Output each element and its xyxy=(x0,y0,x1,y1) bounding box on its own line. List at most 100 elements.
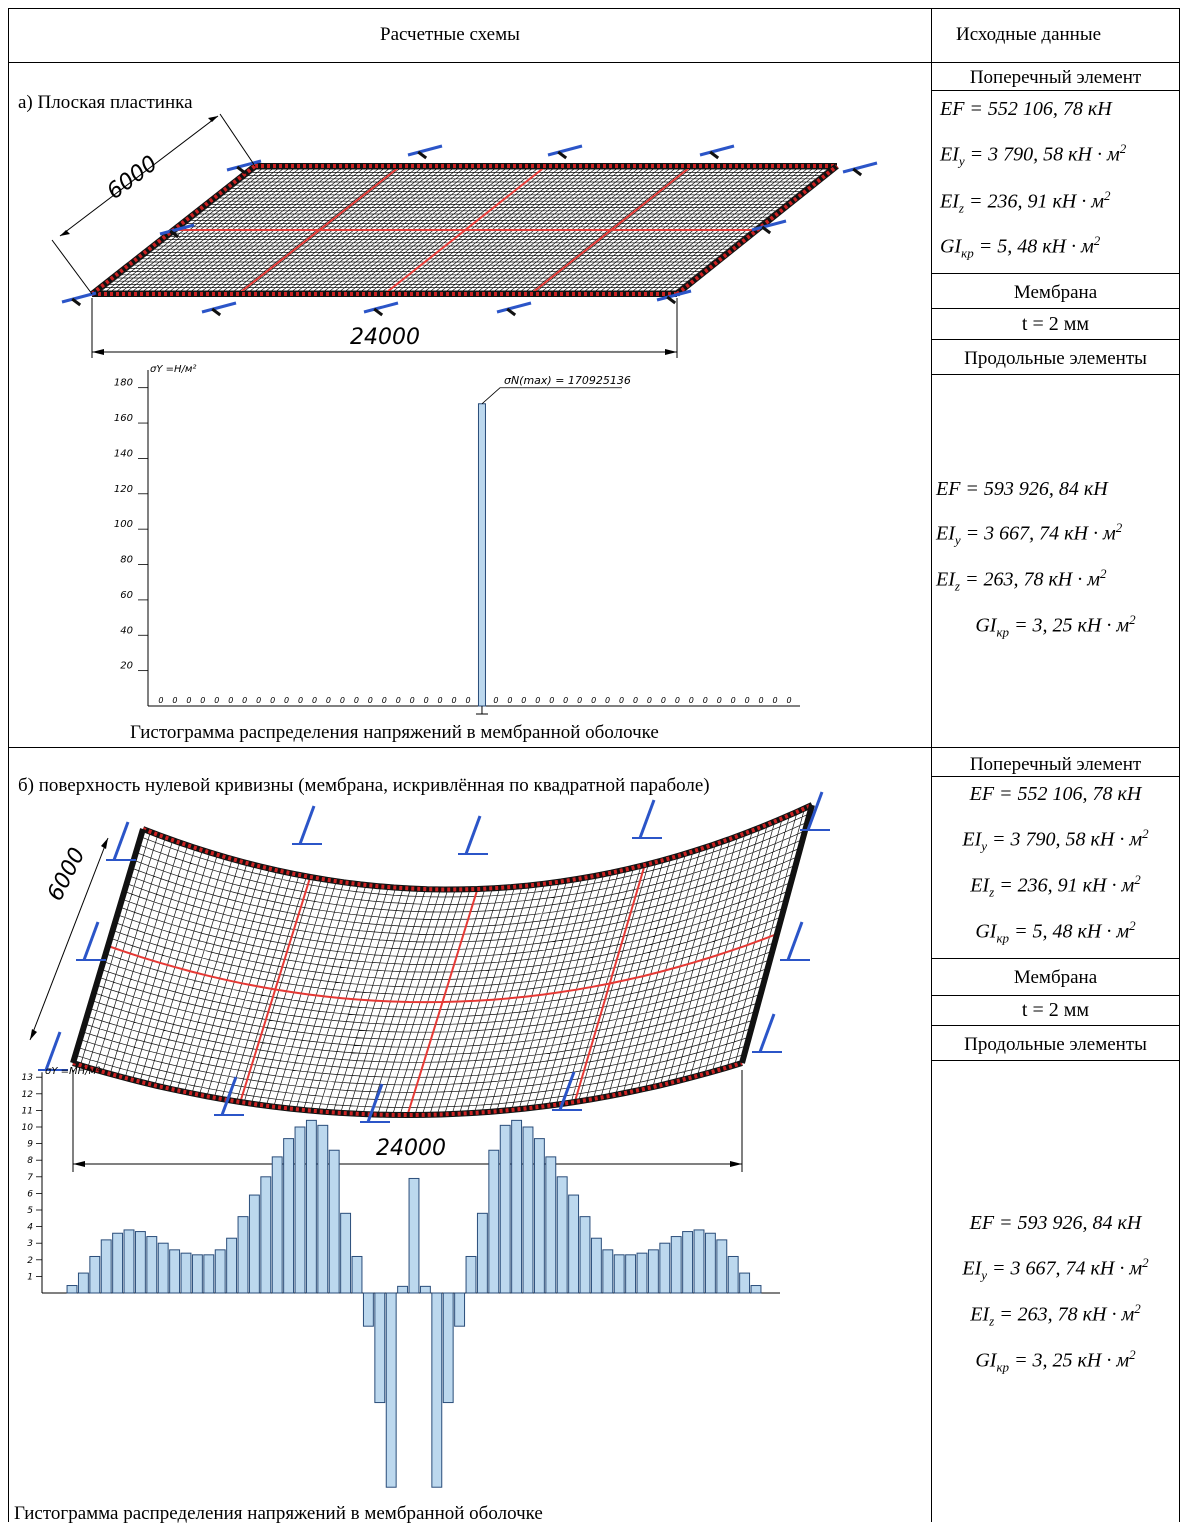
row-line xyxy=(932,308,1179,309)
support-icon xyxy=(751,219,787,232)
support-icon xyxy=(407,144,443,157)
support-icon xyxy=(71,297,82,307)
plate-b-red-line xyxy=(107,933,778,1004)
hist-a-zero-label: 0 xyxy=(228,696,233,705)
param-eiz: EIz = 236, 91 кН · м2 xyxy=(940,188,1111,216)
hist-a-zero-label: 0 xyxy=(633,696,638,705)
hist-b-tick-label: 4 xyxy=(27,1223,33,1233)
param-ef-b: EF = 552 106, 78 кН xyxy=(969,783,1142,805)
hist-b-bar xyxy=(499,1124,511,1294)
hist-b-bar xyxy=(590,1237,602,1294)
hist-a-zero-label: 0 xyxy=(312,696,317,705)
hist-b-bar xyxy=(180,1252,192,1294)
param-eiy-long: EIy = 3 667, 74 кН · м2 xyxy=(936,520,1123,548)
hist-a-zero-label: 0 xyxy=(577,696,582,705)
support-icon xyxy=(842,161,878,174)
hist-b-bar xyxy=(636,1252,648,1294)
hist-a-zero-label: 0 xyxy=(200,696,205,705)
hist-b-bar xyxy=(522,1126,534,1294)
row-line xyxy=(932,374,1179,375)
hist-b-tick-label: 5 xyxy=(27,1206,33,1216)
support-icon xyxy=(464,815,482,855)
support-icon xyxy=(638,799,656,839)
header-input-data: Исходные данные xyxy=(956,24,1102,45)
plate-b-edge-beam xyxy=(141,802,814,893)
param-membrane-title: Мембрана xyxy=(1013,282,1098,303)
row-line xyxy=(932,776,1179,777)
hist-b-tick-label: 7 xyxy=(27,1173,33,1183)
hist-b-bar xyxy=(647,1249,659,1294)
hist-b-bar xyxy=(476,1212,488,1294)
hist-a-tick-label: 20 xyxy=(120,661,133,672)
hist-b-bar xyxy=(625,1254,637,1294)
hist-b-tick-label: 6 xyxy=(27,1189,33,1199)
param-eiz-long: EIz = 263, 78 кН · м2 xyxy=(936,566,1107,594)
param-eiy-b: EIy = 3 790, 58 кН · м2 xyxy=(962,826,1149,854)
support-icon xyxy=(159,223,195,236)
hist-b-bar xyxy=(716,1239,728,1294)
dim-24000-label: 24000 xyxy=(376,1136,446,1161)
support-icon xyxy=(363,301,399,314)
hist-b-bar xyxy=(374,1292,386,1404)
hist-a-zero-label: 0 xyxy=(675,696,680,705)
hist-b-bar xyxy=(442,1292,454,1404)
row-line xyxy=(932,995,1179,996)
support-icon xyxy=(699,144,735,157)
support-icon xyxy=(112,821,130,861)
hist-a-zero-label: 0 xyxy=(493,696,498,705)
hist-a-bar xyxy=(477,403,486,707)
param-transverse-title: Поперечный элемент xyxy=(969,67,1142,88)
support-icon xyxy=(806,791,824,831)
hist-a-zero-label: 0 xyxy=(465,696,470,705)
hist-b-bar xyxy=(682,1231,694,1294)
hist-a-zero-label: 0 xyxy=(563,696,568,705)
hist-a-zero-label: 0 xyxy=(368,696,373,705)
hist-a-zero-label: 0 xyxy=(172,696,177,705)
hist-b-bar xyxy=(191,1254,203,1294)
support-icon xyxy=(226,159,262,172)
hist-a-tick-label: 60 xyxy=(120,590,133,601)
hist-b-bar xyxy=(704,1232,716,1294)
hist-a-ylabel: σY =Н/м² xyxy=(150,364,196,375)
hist-a-zero-label: 0 xyxy=(242,696,247,705)
hist-b-bar xyxy=(340,1212,352,1294)
hist-b-bar xyxy=(579,1216,591,1294)
hist-b-bar xyxy=(134,1231,146,1294)
hist-a-zero-label: 0 xyxy=(717,696,722,705)
support-icon xyxy=(506,307,517,317)
hist-b-bar xyxy=(727,1255,739,1294)
support-icon xyxy=(201,301,237,314)
hist-b-bar xyxy=(488,1149,500,1294)
param-ef-long-b: EF = 593 926, 84 кН xyxy=(969,1212,1142,1234)
hist-b-bar xyxy=(328,1149,340,1294)
plate-b-edge-beam xyxy=(70,828,146,1064)
dim-extension xyxy=(51,239,93,295)
hist-a-zero-label: 0 xyxy=(591,696,596,705)
hist-a-zero-label: 0 xyxy=(759,696,764,705)
row-line xyxy=(932,958,1179,959)
row-line xyxy=(932,339,1179,340)
hist-b-bar xyxy=(89,1255,101,1294)
hist-a-zero-label: 0 xyxy=(507,696,512,705)
hist-a-zero-label: 0 xyxy=(158,696,163,705)
hist-a-zero-label: 0 xyxy=(326,696,331,705)
hist-b-bar xyxy=(214,1249,226,1294)
hist-a-zero-label: 0 xyxy=(214,696,219,705)
hist-a-tick-label: 180 xyxy=(114,378,133,389)
hist-b-bar xyxy=(397,1285,409,1294)
section-b-title: б) поверхность нулевой кривизны (мембран… xyxy=(18,775,710,796)
hist-b-bar xyxy=(362,1292,374,1327)
hist-a-zero-label: 0 xyxy=(786,696,791,705)
hist-a-zero-label: 0 xyxy=(186,696,191,705)
support-icon xyxy=(366,1083,384,1123)
support-icon xyxy=(761,225,772,235)
hist-a-zero-label: 0 xyxy=(284,696,289,705)
dim-line-width xyxy=(59,115,219,237)
hist-b-bar xyxy=(465,1255,477,1294)
hist-b-bar xyxy=(511,1119,523,1294)
section-a-hist-caption: Гистограмма распределения напряжений в м… xyxy=(130,722,659,743)
plate-b-edge-beam xyxy=(142,803,813,892)
support-icon xyxy=(558,1071,576,1111)
